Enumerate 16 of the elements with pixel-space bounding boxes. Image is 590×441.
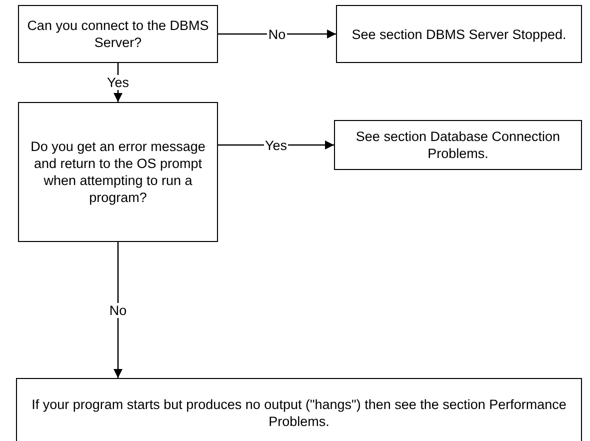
- process-box: [334, 120, 582, 170]
- process-box: [18, 5, 218, 63]
- edge-label: Yes: [264, 138, 288, 152]
- process-box: [16, 378, 582, 441]
- process-box: [18, 102, 218, 242]
- edge-label: Yes: [106, 75, 130, 90]
- box-text: If your program starts but produces no output ("hangs") then see the section Performance Problems.: [30, 396, 568, 430]
- arrow: [218, 30, 336, 38]
- box-text: See section DBMS Server Stopped.: [352, 26, 566, 42]
- box-text: See section Database Connection Problems.: [354, 128, 562, 162]
- box-text: Can you connect to the DBMS Server?: [26, 17, 210, 51]
- arrow: [114, 242, 122, 378]
- edge-label: No: [267, 26, 287, 42]
- edge-label: No: [108, 302, 128, 318]
- process-box: [336, 5, 582, 63]
- box-text: Do you get an error message and return to the OS prompt when attempting to run a program?: [30, 138, 206, 206]
